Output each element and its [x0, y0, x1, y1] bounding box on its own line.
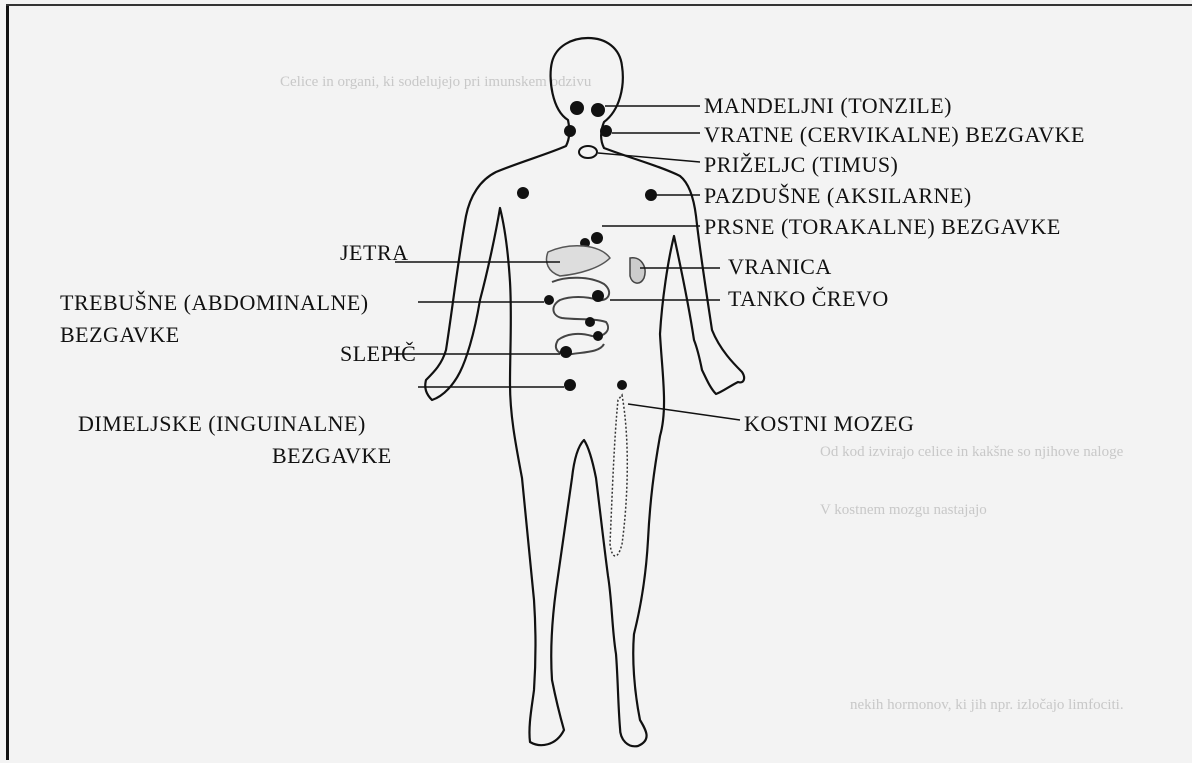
abdominal-node	[593, 331, 603, 341]
label-trebusne-line1: TREBUŠNE (ABDOMINALNE)	[60, 290, 369, 316]
label-pazdusne: PAZDUŠNE (AKSILARNE)	[704, 183, 972, 209]
axillary-node	[645, 189, 657, 201]
appendix-node	[560, 346, 572, 358]
bone-marrow-femur	[610, 395, 627, 556]
label-prsne: PRSNE (TORAKALNE) BEZGAVKE	[704, 214, 1061, 240]
label-jetra: JETRA	[340, 240, 409, 266]
cervical-node	[600, 125, 612, 137]
inguinal-node	[564, 379, 576, 391]
label-vratne: VRATNE (CERVIKALNE) BEZGAVKE	[704, 122, 1085, 148]
liver-organ	[547, 246, 611, 276]
label-trebusne-line2: BEZGAVKE	[60, 322, 180, 348]
thymus-organ	[579, 146, 597, 158]
body-outline	[425, 38, 744, 746]
tonsil-node	[591, 103, 605, 117]
cervical-node	[564, 125, 576, 137]
inguinal-node	[617, 380, 627, 390]
abdominal-node	[544, 295, 554, 305]
thoracic-node	[591, 232, 603, 244]
label-tanko-crevo: TANKO ČREVO	[728, 286, 889, 312]
leader-line	[628, 404, 740, 420]
label-slepic: SLEPIČ	[340, 341, 416, 367]
axillary-node	[517, 187, 529, 199]
label-dimeljske-line1: DIMELJSKE (INGUINALNE)	[78, 411, 366, 437]
leader-line	[598, 153, 700, 162]
label-vranica: VRANICA	[728, 254, 832, 280]
abdominal-node	[585, 317, 595, 327]
label-prizeljc: PRIŽELJC (TIMUS)	[704, 152, 898, 178]
tonsil-node	[570, 101, 584, 115]
label-mandeljni: MANDELJNI (TONZILE)	[704, 93, 952, 119]
label-dimeljske-line2: BEZGAVKE	[272, 443, 392, 469]
intestine-organ	[552, 278, 609, 355]
abdominal-node	[592, 290, 604, 302]
spleen-organ	[630, 258, 645, 283]
label-kostni-mozeg: KOSTNI MOZEG	[744, 411, 914, 437]
